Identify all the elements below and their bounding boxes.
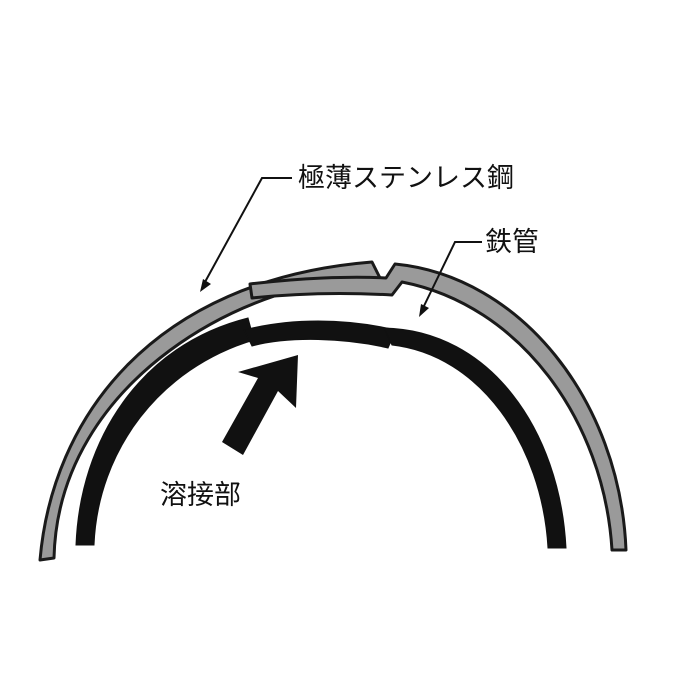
weld-arrow-icon (222, 355, 298, 455)
iron-pipe-label: 鉄管 (485, 227, 539, 258)
stainless-steel-label: 極薄ステンレス鋼 (298, 163, 514, 194)
iron-pipe-top (243, 320, 397, 349)
iron-pipe-right (383, 327, 567, 549)
stainless-steel-layer-left (38, 260, 382, 562)
stainless-steel-leader-arrowhead (200, 279, 211, 292)
weld-label: 溶接部 (160, 480, 241, 511)
iron-pipe-leader-line (422, 241, 482, 309)
iron-pipe-leader-arrowhead (419, 304, 429, 317)
stainless-steel-leader-line (204, 177, 292, 283)
stainless-steel-layer-right (248, 262, 628, 552)
